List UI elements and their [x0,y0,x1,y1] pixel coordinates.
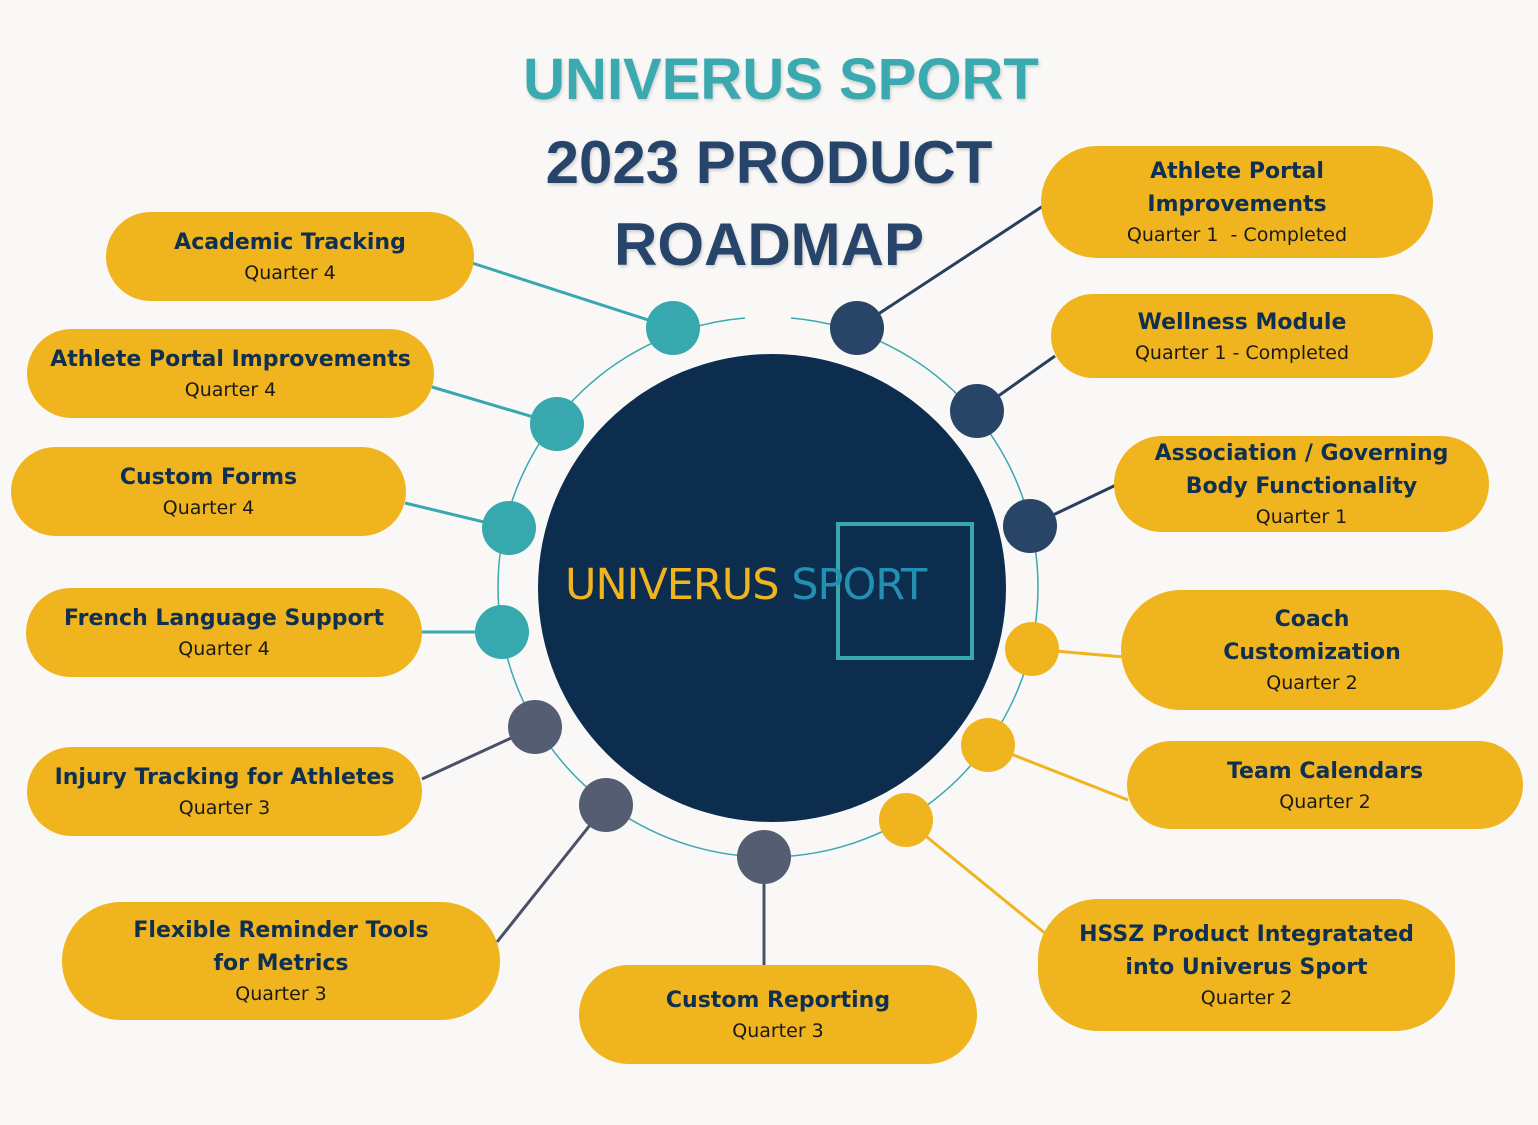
roadmap-item-quarter: Quarter 4 [162,497,255,519]
logo-word-univerus: UNIVERUS [565,560,780,610]
roadmap-item-quarter: Quarter 3 [732,1020,824,1042]
roadmap-item-quarter: Quarter 4 [184,379,277,401]
connector-line [856,204,1044,330]
roadmap-item-quarter: Quarter 3 [235,983,327,1005]
roadmap-title-line1: 2023 PRODUCT [545,129,993,196]
roadmap-item-title: Athlete Portal Improvements [50,347,411,372]
roadmap-item-title: Association / Governing [1154,441,1449,466]
roadmap-title-line2: ROADMAP [614,211,924,278]
milestone-node-q1 [950,384,1004,438]
milestone-node-q4 [475,605,529,659]
roadmap-item-quarter: Quarter 2 [1266,672,1358,694]
roadmap-item-quarter: Quarter 3 [178,797,271,819]
roadmap-item-quarter: Quarter 2 [1200,987,1293,1009]
milestone-node-q3 [737,830,791,884]
roadmap-item-title: Wellness Module [1137,309,1347,335]
roadmap-item-quarter: Quarter 1 [1255,506,1348,528]
milestone-node-q2 [1005,622,1059,676]
milestone-node-q2 [879,793,933,847]
roadmap-item-title: Athlete Portal [1150,159,1324,184]
milestone-node-q2 [961,718,1015,772]
roadmap-item-title: Customization [1223,640,1401,665]
roadmap-item-title: Body Functionality [1185,474,1418,499]
brand-title: UNIVERUS SPORT [523,47,1039,112]
logo-word-sport: SPORT [791,560,927,610]
logo: UNIVERUS SPORT [565,560,927,610]
roadmap-item-title: Flexible Reminder Tools [133,918,429,943]
milestone-node-q4 [646,301,700,355]
milestone-node-q3 [508,700,562,754]
roadmap-item-title: Custom Forms [119,465,298,490]
connector-line [905,818,1047,936]
roadmap-item-title: HSSZ Product Integratated [1079,922,1414,947]
roadmap-item-title: into Univerus Sport [1125,955,1368,980]
roadmap-item-quarter: Quarter 1 - Completed [1134,341,1350,364]
roadmap-item-title: Injury Tracking for Athletes [54,765,395,790]
roadmap-item-title: Academic Tracking [174,230,406,255]
roadmap-item-title: Improvements [1147,192,1327,217]
roadmap-item-title: Custom Reporting [665,988,891,1013]
milestone-node-q4 [530,397,584,451]
roadmap-item-title: Team Calendars [1226,758,1424,784]
roadmap-item-quarter: Quarter 2 [1279,790,1371,813]
logo-frame [836,522,974,660]
roadmap-item-quarter: Quarter 1 - Completed [1126,224,1348,246]
milestone-node-q1 [830,301,884,355]
milestone-node-q4 [482,501,536,555]
connector-line [471,261,674,330]
roadmap-item: HSSZ Product Integratated into Univerus S… [1038,899,1455,1031]
milestone-node-q3 [579,778,633,832]
roadmap-item-title: Coach [1274,607,1350,632]
center-hub [538,354,1006,822]
roadmap-item-quarter: Quarter 4 [178,638,270,660]
roadmap-item-quarter: Quarter 4 [244,262,336,284]
roadmap-item-title: for Metrics [213,951,349,976]
milestone-node-q1 [1003,499,1057,553]
connector-line [495,804,608,943]
roadmap-item-title: French Language Support [63,606,384,631]
